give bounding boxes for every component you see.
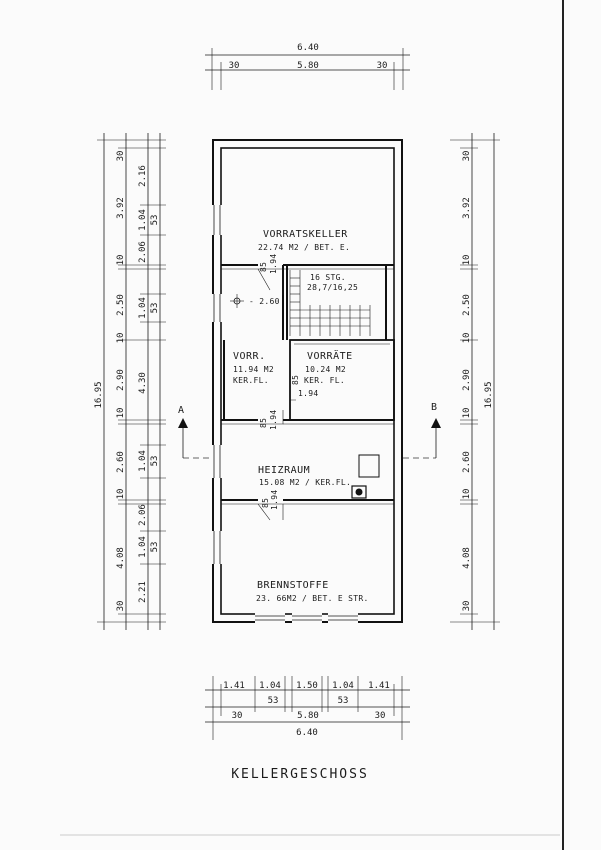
- left-outer-9: 4.08: [116, 547, 126, 569]
- right-outer-6: 10: [462, 408, 472, 419]
- building-outline: [211, 139, 403, 624]
- left-inner-8: 53: [150, 456, 160, 467]
- bottom-dimensions: 1.41 1.04 1.50 1.04 1.41 53 53 30 5.80 3…: [205, 676, 410, 740]
- room-brennstoffe-area: 23. 66M2 / BET. E STR.: [256, 594, 369, 603]
- room-heizraum-name: HEIZRAUM: [258, 465, 310, 476]
- room-vorratskeller-area: 22.74 M2 / BET. E.: [258, 243, 350, 252]
- level-text: - 2.60: [249, 297, 280, 306]
- bottom-row1-4: 1.41: [368, 681, 390, 691]
- left-inner-12: 2.21: [138, 581, 148, 603]
- left-outer-1: 3.92: [116, 197, 126, 219]
- right-outer-0: 30: [462, 151, 472, 162]
- bottom-row1-1: 1.04: [259, 681, 281, 691]
- right-outer-5: 2.90: [462, 369, 472, 391]
- door3-height: 1.94: [269, 410, 278, 430]
- left-outer-4: 10: [116, 333, 126, 344]
- left-inner-2: 53: [150, 215, 160, 226]
- room-heizraum-area: 15.08 M2 / KER.FL.: [259, 478, 351, 487]
- bottom-row1-3: 1.04: [332, 681, 354, 691]
- door4-height: 1.94: [270, 490, 279, 510]
- right-dimensions: 16.95 30 3.92 10 2.50 10 2.90 10 2.60 10…: [450, 133, 500, 630]
- bottom-row1-2: 1.50: [296, 681, 318, 691]
- right-outer-10: 30: [462, 601, 472, 612]
- bottom-row2-2: 30: [375, 711, 386, 721]
- section-mark-b: B: [431, 402, 438, 413]
- right-outer-2: 10: [462, 255, 472, 266]
- bottom-row2-0: 30: [232, 711, 243, 721]
- top-total-dim: 6.40: [297, 43, 319, 53]
- door2-width: 85: [291, 375, 300, 385]
- right-outer-1: 3.92: [462, 197, 472, 219]
- bottom-total-dim: 6.40: [296, 728, 318, 738]
- doors: [257, 268, 296, 521]
- left-outer-8: 10: [116, 489, 126, 500]
- left-inner-1: 1.04: [138, 209, 148, 231]
- stair-steps: 16 STG.: [310, 273, 346, 282]
- left-outer-3: 2.50: [116, 294, 126, 316]
- top-dimensions: 6.40 30 5.80 30: [205, 43, 410, 90]
- drawing-title: KELLERGESCHOSS: [231, 767, 369, 782]
- room-vorraete-floor: KER. FL.: [304, 376, 345, 385]
- left-inner-3: 2.06: [138, 241, 148, 263]
- right-outer-8: 10: [462, 489, 472, 500]
- right-outer-9: 4.08: [462, 547, 472, 569]
- right-outer-3: 2.50: [462, 294, 472, 316]
- interior-walls: [221, 264, 395, 505]
- left-outer-6: 10: [116, 408, 126, 419]
- door-labels: 85 1.94 85 1.94 85 1.94 85 1.94: [259, 254, 318, 510]
- left-inner-11: 53: [150, 542, 160, 553]
- left-inner-0: 2.16: [138, 165, 148, 187]
- left-outer-10: 30: [116, 601, 126, 612]
- left-inner-7: 1.04: [138, 450, 148, 472]
- room-vorr-area: 11.94 M2: [233, 365, 274, 374]
- bottom-row1-sub-0: 53: [268, 696, 279, 706]
- left-inner-10: 1.04: [138, 536, 148, 558]
- right-outer-7: 2.60: [462, 451, 472, 473]
- top-mid-dim: 5.80: [297, 61, 319, 71]
- left-inner-9: 2.06: [138, 504, 148, 526]
- door3-width: 85: [259, 418, 268, 428]
- left-inner-4: 1.04: [138, 297, 148, 319]
- door4-width: 85: [261, 498, 270, 508]
- left-outer-2: 10: [116, 255, 126, 266]
- room-labels: VORRATSKELLER 22.74 M2 / BET. E. 16 STG.…: [233, 229, 369, 603]
- bottom-row1-0: 1.41: [223, 681, 245, 691]
- section-mark-a: A: [178, 405, 185, 416]
- door2-height: 1.94: [298, 389, 318, 398]
- left-outer-0: 30: [116, 151, 126, 162]
- bottom-row2-1: 5.80: [297, 711, 319, 721]
- left-inner-5: 53: [150, 303, 160, 314]
- top-right-dim: 30: [377, 61, 388, 71]
- left-outer-7: 2.60: [116, 451, 126, 473]
- door1-height: 1.94: [269, 254, 278, 274]
- door1-width: 85: [259, 262, 268, 272]
- room-vorr-name: VORR.: [233, 351, 266, 362]
- room-brennstoffe-name: BRENNSTOFFE: [257, 580, 329, 591]
- room-vorraete-area: 10.24 M2: [305, 365, 346, 374]
- left-total-dim: 16.95: [94, 381, 104, 408]
- room-vorr-floor: KER.FL.: [233, 376, 269, 385]
- level-mark: - 2.60: [230, 294, 280, 308]
- room-vorratskeller-name: VORRATSKELLER: [263, 229, 348, 240]
- staircase: [289, 270, 371, 336]
- left-dimensions: 16.95 30 3.92 10 2.50 10 2.90 10 2.60 10…: [94, 133, 166, 630]
- right-total-dim: 16.95: [484, 381, 494, 408]
- bottom-row1-sub-1: 53: [338, 696, 349, 706]
- section-line: A B: [178, 402, 441, 459]
- right-outer-4: 10: [462, 333, 472, 344]
- left-inner-6: 4.30: [138, 372, 148, 394]
- left-outer-5: 2.90: [116, 369, 126, 391]
- stair-rise-run: 28,7/16,25: [307, 283, 358, 292]
- boiler-fixture: [351, 454, 380, 499]
- top-left-dim: 30: [229, 61, 240, 71]
- room-vorraete-name: VORRÄTE: [307, 349, 353, 362]
